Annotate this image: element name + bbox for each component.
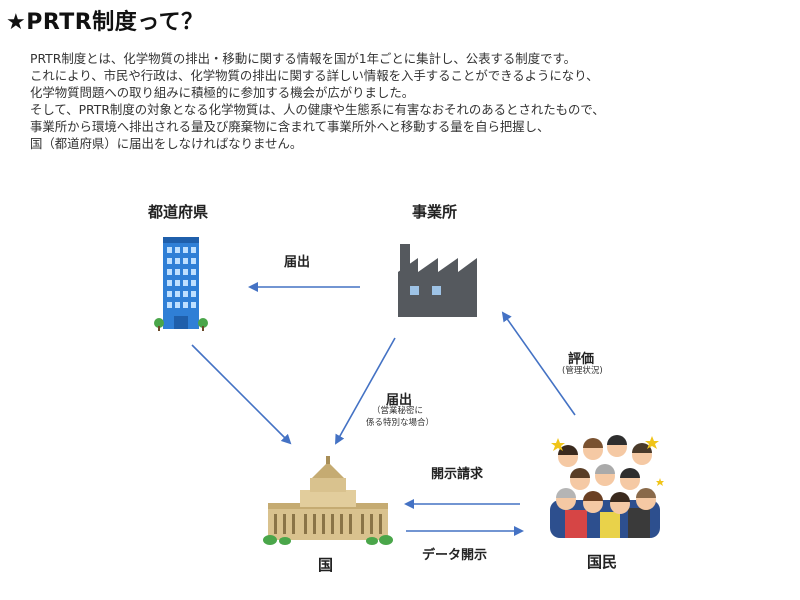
factory-icon (398, 244, 477, 317)
nation-label: 国 (318, 556, 334, 574)
edge-label-disclosure-request: 開示請求 (431, 467, 484, 482)
office-building-icon (154, 237, 208, 331)
citizens-crowd-icon (550, 435, 664, 538)
paragraph-line: そして、PRTR制度の対象となる化学物質は、人の健康や生態系に有害なおそれのある… (30, 102, 605, 117)
paragraph-line: PRTR制度とは、化学物質の排出・移動に関する情報を国が1年ごとに集計し、公表す… (30, 51, 577, 66)
edge-note-filing-nation-2: 係る特別な場合） (366, 418, 435, 428)
citizens-label: 国民 (587, 553, 618, 571)
paragraph-line: 国（都道府県）に届出をしなければなりません。 (30, 136, 303, 151)
paragraph-line: 事業所から環境へ排出される量及び廃棄物に含まれて事業所外へと移動する量を自ら把握… (30, 119, 550, 134)
prefecture-label: 都道府県 (148, 203, 209, 221)
arrow-prefecture-to-nation (191, 344, 292, 445)
arrow-business-to-nation (335, 337, 396, 445)
business-label: 事業所 (412, 203, 458, 221)
edge-label-evaluation: 評価 (568, 352, 595, 367)
paragraph-line: 化学物質問題への取り組みに積極的に参加する機会が広がりました。 (30, 85, 415, 100)
parliament-building-icon (263, 456, 393, 545)
edge-label-filing-prefecture: 届出 (284, 255, 311, 270)
edge-note-filing-nation-1: （営業秘密に (372, 406, 424, 416)
paragraph-line: これにより、市民や行政は、化学物質の排出に関する詳しい情報を入手することができる… (30, 68, 599, 83)
description-paragraph: PRTR制度とは、化学物質の排出・移動に関する情報を国が1年ごとに集計し、公表す… (30, 50, 796, 152)
page-title: ★PRTR制度って？ (6, 10, 204, 35)
arrow-citizens-to-business (501, 311, 576, 416)
edge-label-filing-nation: 届出 (386, 393, 413, 408)
edge-note-evaluation: (管理状況) (562, 366, 603, 376)
edge-label-data-disclosure: データ開示 (422, 548, 488, 563)
